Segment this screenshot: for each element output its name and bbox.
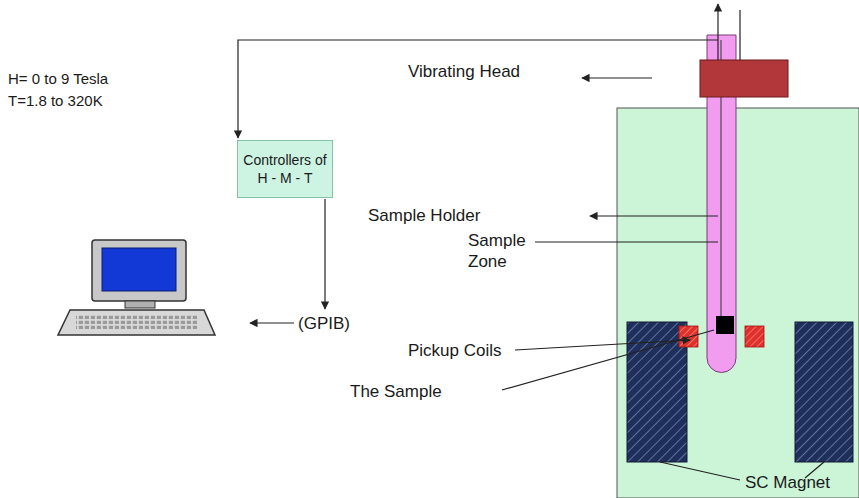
part-label: Pickup Coils: [408, 340, 502, 361]
field-range: H= 0 to 9 Tesla: [8, 70, 108, 89]
leader-arrow: [590, 215, 718, 216]
signal-wire: [238, 40, 718, 138]
pickup-coil: [745, 326, 764, 347]
sample: [716, 316, 734, 334]
part-label: Vibrating Head: [405, 61, 523, 82]
pickup-coil: [679, 326, 698, 347]
monitor: [92, 240, 186, 301]
screen: [102, 248, 176, 291]
computer-icon: [58, 240, 215, 335]
leader-line: [535, 241, 718, 242]
vibrating-head: [700, 60, 788, 97]
part-label: SC Magnet: [745, 472, 830, 493]
temperature-range: T=1.8 to 320K: [8, 92, 103, 111]
part-label: Sample Holder: [368, 205, 480, 226]
leader-arrow: [582, 77, 652, 78]
keys: [76, 314, 198, 330]
part-label: The Sample: [350, 381, 442, 402]
magnet-coil: [795, 322, 853, 462]
gpib-wire: [250, 322, 294, 323]
leader-line: [660, 462, 740, 480]
controller-box: Controllers of H - M - T: [237, 140, 333, 198]
cryostat-housing: [617, 108, 859, 498]
interface-label: (GPIB): [298, 313, 350, 334]
gpib-wire: [324, 199, 325, 309]
leader-arrow: [515, 340, 690, 350]
leader-line: [502, 330, 714, 390]
monitor-stand: [125, 301, 155, 308]
drive-wire: [739, 10, 740, 60]
signal-wire: [717, 4, 718, 60]
box-text: Controllers of H - M - T: [242, 151, 328, 187]
keyboard: [58, 310, 215, 335]
part-label: Sample Zone: [468, 230, 538, 273]
